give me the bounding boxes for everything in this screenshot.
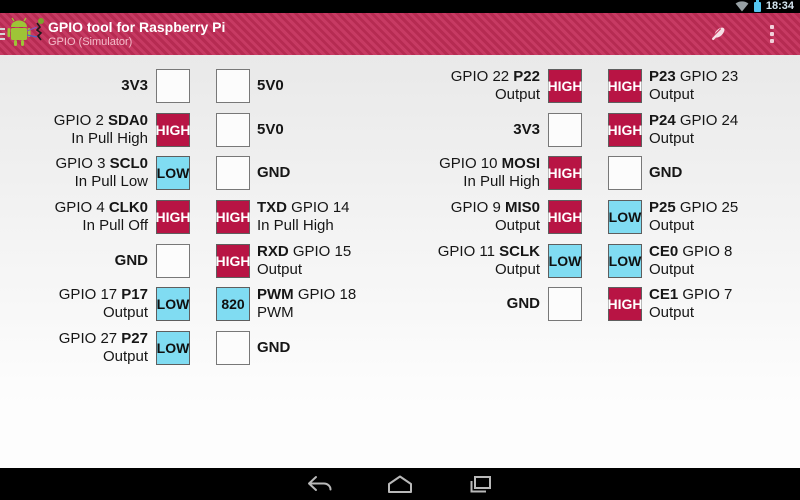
pin-label-5V0: 5V0: [257, 76, 284, 94]
pin-box-5V0[interactable]: [216, 112, 250, 147]
pin-box-CE0[interactable]: LOW: [608, 243, 642, 278]
wifi-icon: [735, 1, 749, 12]
pin-box-RXD[interactable]: HIGH: [216, 243, 251, 278]
app-bar-titles: GPIO tool for Raspberry Pi GPIO (Simulat…: [48, 19, 225, 49]
pin-box-3V3[interactable]: [548, 112, 582, 147]
pin-box-SCLK[interactable]: LOW: [548, 243, 582, 278]
pin-label-GND: GND: [257, 338, 291, 356]
home-button[interactable]: [383, 472, 417, 496]
pin-box-5V0[interactable]: [216, 68, 250, 103]
paint-brush-button[interactable]: [702, 18, 734, 50]
app-bar: GPIO tool for Raspberry Pi GPIO (Simulat…: [0, 13, 800, 55]
pin-box-GND[interactable]: [216, 156, 250, 191]
gpio-row: 3V3 5V0: [0, 64, 400, 108]
recents-icon: [470, 476, 491, 493]
pin-box-GND[interactable]: [156, 243, 190, 278]
app-subtitle: GPIO (Simulator): [48, 36, 133, 48]
pin-label-GND: GND: [257, 164, 291, 182]
pin-box-MOSI[interactable]: HIGH: [548, 156, 583, 191]
overflow-menu-button[interactable]: [756, 18, 788, 50]
pin-box-CE1[interactable]: HIGH: [608, 287, 643, 322]
pin-box-P17[interactable]: LOW: [156, 287, 190, 322]
pin-box-MIS0[interactable]: HIGH: [548, 199, 583, 234]
pin-label-5V0: 5V0: [257, 120, 284, 138]
pin-box-P25[interactable]: LOW: [608, 199, 642, 234]
back-icon: [308, 476, 332, 491]
pin-box-CLK0[interactable]: HIGH: [156, 199, 191, 234]
back-button[interactable]: [303, 472, 337, 496]
status-bar: 18:34: [0, 0, 800, 13]
home-icon: [388, 475, 412, 493]
pin-box-SCL0[interactable]: LOW: [156, 156, 190, 191]
pin-box-TXD[interactable]: HIGH: [216, 199, 251, 234]
app-bar-actions: [702, 18, 800, 50]
status-clock: 18:34: [765, 0, 794, 12]
pin-box-GND[interactable]: [608, 156, 642, 191]
pin-box-P24[interactable]: HIGH: [608, 112, 643, 147]
pin-label-3V3: 3V3: [513, 120, 540, 138]
battery-icon: [753, 0, 761, 12]
paint-brush-icon: [711, 27, 725, 41]
pin-label-GND: GND: [114, 251, 148, 269]
pin-box-GND[interactable]: [216, 330, 250, 365]
recents-button[interactable]: [463, 472, 497, 496]
pin-box-P23[interactable]: HIGH: [608, 68, 643, 103]
pin-box-3V3[interactable]: [156, 68, 190, 103]
android-robot-icon: [0, 13, 46, 55]
pin-box-PWM[interactable]: 820: [216, 287, 250, 322]
pin-box-SDA0[interactable]: HIGH: [156, 112, 191, 147]
pin-label-GND: GND: [506, 295, 540, 313]
pin-label-GND: GND: [649, 164, 683, 182]
navigation-bar: [0, 468, 800, 500]
pin-box-GND[interactable]: [548, 287, 582, 322]
pin-label-3V3: 3V3: [121, 76, 148, 94]
pin-box-P27[interactable]: LOW: [156, 330, 190, 365]
overflow-menu-icon: [769, 24, 775, 44]
pin-box-P22[interactable]: HIGH: [548, 68, 583, 103]
app-title: GPIO tool for Raspberry Pi: [48, 19, 226, 35]
